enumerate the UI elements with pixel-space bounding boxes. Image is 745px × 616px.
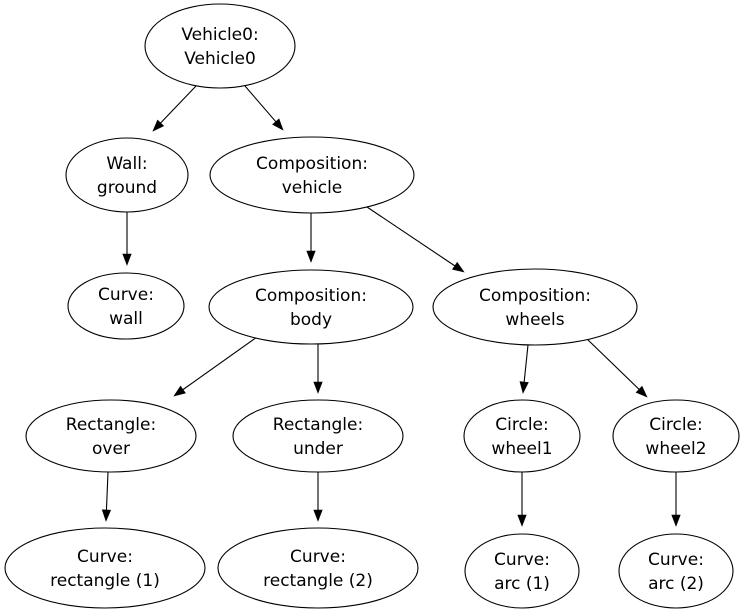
node-composition-body[interactable]: Composition: body <box>208 269 414 345</box>
node-wall-ground[interactable]: Wall: ground <box>65 137 189 213</box>
node-label-name-curve-rectangle-2: rectangle (2) <box>263 571 373 591</box>
edge-rectangle-over-to-curve-rectangle-1 <box>101 471 112 522</box>
node-label-type-rectangle-over: Rectangle: <box>66 415 156 435</box>
node-ellipse-curve-arc-1[interactable] <box>464 533 580 609</box>
node-label-type-rectangle-under: Rectangle: <box>273 415 363 435</box>
edge-composition-wheels-to-circle-wheel2 <box>585 337 648 398</box>
edge-rectangle-under-to-curve-rectangle-2 <box>313 472 323 522</box>
edge-composition-body-to-rectangle-under <box>313 344 323 394</box>
node-label-name-rectangle-over: over <box>92 439 130 459</box>
edge-arrowhead-icon <box>452 261 465 273</box>
node-label-name-circle-wheel2: wheel2 <box>645 439 706 459</box>
node-label-name-wall-ground: ground <box>97 178 157 198</box>
node-ellipse-curve-rectangle-1[interactable] <box>4 527 206 609</box>
node-vehicle0[interactable]: Vehicle0: Vehicle0 <box>144 3 296 89</box>
node-label-name-rectangle-under: under <box>293 439 343 459</box>
node-label-type-composition-vehicle: Composition: <box>256 154 368 174</box>
node-curve-rectangle-2[interactable]: Curve: rectangle (2) <box>217 527 419 609</box>
node-label-name-vehicle0: Vehicle0 <box>184 49 256 69</box>
node-label-type-composition-wheels: Composition: <box>479 286 591 306</box>
edge-arrowhead-icon <box>519 381 529 394</box>
edge-arrowhead-icon <box>671 514 681 527</box>
node-rectangle-under[interactable]: Rectangle: under <box>232 399 404 473</box>
node-ellipse-wall-ground[interactable] <box>65 137 189 213</box>
node-label-type-wall-ground: Wall: <box>106 154 147 174</box>
edge-circle-wheel2-to-curve-arc-2 <box>671 472 681 527</box>
node-ellipse-curve-arc-2[interactable] <box>618 533 734 609</box>
node-label-name-composition-body: body <box>290 310 332 330</box>
node-composition-wheels[interactable]: Composition: wheels <box>432 268 638 346</box>
node-rectangle-over[interactable]: Rectangle: over <box>25 399 197 473</box>
node-label-name-circle-wheel1: wheel1 <box>491 439 552 459</box>
node-label-type-curve-arc-2: Curve: <box>648 550 704 570</box>
node-label-type-curve-rectangle-2: Curve: <box>290 547 346 567</box>
node-circle-wheel2[interactable]: Circle: wheel2 <box>612 399 740 473</box>
node-ellipse-curve-rectangle-2[interactable] <box>217 527 419 609</box>
node-ellipse-composition-vehicle[interactable] <box>209 136 415 214</box>
edge-composition-wheels-to-circle-wheel1 <box>519 344 529 394</box>
edge-composition-vehicle-to-composition-body <box>306 213 316 263</box>
edge-line <box>366 206 456 267</box>
node-label-name-curve-rectangle-1: rectangle (1) <box>50 571 160 591</box>
edge-composition-body-to-rectangle-over <box>173 336 258 397</box>
edge-vehicle0-to-wall-ground <box>152 85 197 132</box>
edges-layer <box>101 85 681 527</box>
edge-composition-vehicle-to-composition-wheels <box>366 206 465 273</box>
edge-circle-wheel1-to-curve-arc-1 <box>517 472 527 527</box>
edge-line <box>105 471 109 511</box>
node-ellipse-curve-wall[interactable] <box>67 272 185 340</box>
edge-arrowhead-icon <box>313 381 323 394</box>
node-ellipse-composition-body[interactable] <box>208 269 414 345</box>
node-ellipse-rectangle-under[interactable] <box>232 399 404 473</box>
node-curve-arc-1[interactable]: Curve: arc (1) <box>464 533 580 609</box>
edge-line <box>585 337 640 390</box>
node-label-type-circle-wheel1: Circle: <box>495 415 548 435</box>
edge-arrowhead-icon <box>173 385 186 397</box>
edge-arrowhead-icon <box>152 119 165 132</box>
node-curve-rectangle-1[interactable]: Curve: rectangle (1) <box>4 527 206 609</box>
node-label-type-curve-arc-1: Curve: <box>494 550 550 570</box>
edge-arrowhead-icon <box>101 509 112 522</box>
edge-arrowhead-icon <box>313 509 323 522</box>
node-label-name-curve-arc-1: arc (1) <box>494 574 550 594</box>
node-curve-arc-2[interactable]: Curve: arc (2) <box>618 533 734 609</box>
node-curve-wall[interactable]: Curve: wall <box>67 272 185 340</box>
node-ellipse-rectangle-over[interactable] <box>25 399 197 473</box>
node-label-type-curve-rectangle-1: Curve: <box>77 547 133 567</box>
node-label-type-vehicle0: Vehicle0: <box>181 25 258 45</box>
nodes-layer: Vehicle0:Vehicle0Wall:groundComposition:… <box>4 3 740 609</box>
edge-arrowhead-icon <box>635 385 648 398</box>
node-label-type-curve-wall: Curve: <box>98 285 154 305</box>
edge-arrowhead-icon <box>122 253 132 266</box>
node-label-name-curve-wall: wall <box>109 309 143 329</box>
edge-line <box>523 344 529 383</box>
node-label-type-composition-body: Composition: <box>255 286 367 306</box>
node-ellipse-circle-wheel1[interactable] <box>463 399 581 473</box>
edge-arrowhead-icon <box>306 250 316 263</box>
edge-wall-ground-to-curve-wall <box>122 212 132 266</box>
edge-line <box>160 85 197 124</box>
edge-line <box>244 85 277 123</box>
edge-line <box>182 336 258 391</box>
node-label-name-composition-vehicle: vehicle <box>282 178 343 198</box>
edge-vehicle0-to-composition-vehicle <box>244 85 284 131</box>
node-label-type-circle-wheel2: Circle: <box>649 415 702 435</box>
node-ellipse-composition-wheels[interactable] <box>432 268 638 346</box>
node-ellipse-vehicle0[interactable] <box>144 3 296 89</box>
node-label-name-curve-arc-2: arc (2) <box>648 574 704 594</box>
node-composition-vehicle[interactable]: Composition: vehicle <box>209 136 415 214</box>
edge-arrowhead-icon <box>517 514 527 527</box>
node-circle-wheel1[interactable]: Circle: wheel1 <box>463 399 581 473</box>
node-label-name-composition-wheels: wheels <box>505 310 564 330</box>
node-ellipse-circle-wheel2[interactable] <box>612 399 740 473</box>
edge-arrowhead-icon <box>272 118 284 131</box>
